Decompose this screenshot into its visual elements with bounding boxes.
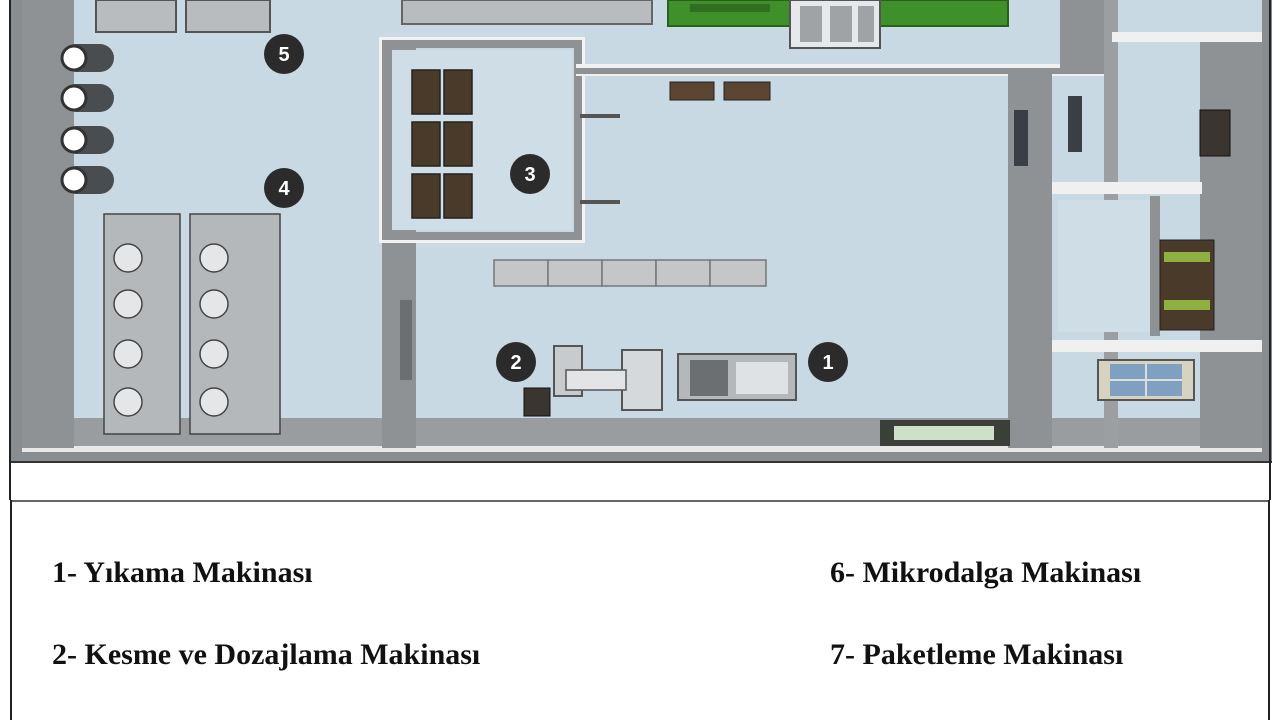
facility-floor-plan: 1 2 3 4 5 xyxy=(9,0,1272,500)
marker-2: 2 xyxy=(496,342,536,382)
refrigeration-units xyxy=(103,213,281,435)
marker-1: 1 xyxy=(808,342,848,382)
svg-text:1: 1 xyxy=(822,352,833,374)
legend-item-1: 1- Yıkama Makinası xyxy=(52,556,313,589)
right-wall-b xyxy=(1060,0,1108,68)
cutting-dosing-machine xyxy=(523,345,663,417)
conveyor-grey xyxy=(401,0,653,25)
svg-text:4: 4 xyxy=(278,178,290,200)
marker-4: 4 xyxy=(264,168,304,208)
gas-cylinders xyxy=(60,44,114,194)
wall-unit-right xyxy=(1199,109,1231,157)
legend-item-6: 6- Mikrodalga Makinası xyxy=(830,556,1142,589)
office-desk xyxy=(1097,359,1195,401)
machine-legend: 1- Yıkama Makinası 2- Kesme ve Dozajlama… xyxy=(0,500,1280,720)
washing-machine xyxy=(677,353,797,401)
bin-row xyxy=(493,259,767,287)
svg-text:3: 3 xyxy=(524,164,535,186)
legend-item-2: 2- Kesme ve Dozajlama Makinası xyxy=(52,638,481,671)
wall-crates xyxy=(669,81,771,101)
marker-5: 5 xyxy=(264,34,304,74)
marker-3: 3 xyxy=(510,154,550,194)
small-room-floor xyxy=(1058,200,1154,332)
rack-shelves xyxy=(411,69,473,219)
svg-text:2: 2 xyxy=(510,352,521,374)
top-left-units xyxy=(95,0,271,33)
svg-text:5: 5 xyxy=(278,44,289,66)
legend-item-7: 7- Paketleme Makinası xyxy=(830,638,1124,671)
left-wall xyxy=(22,0,74,448)
